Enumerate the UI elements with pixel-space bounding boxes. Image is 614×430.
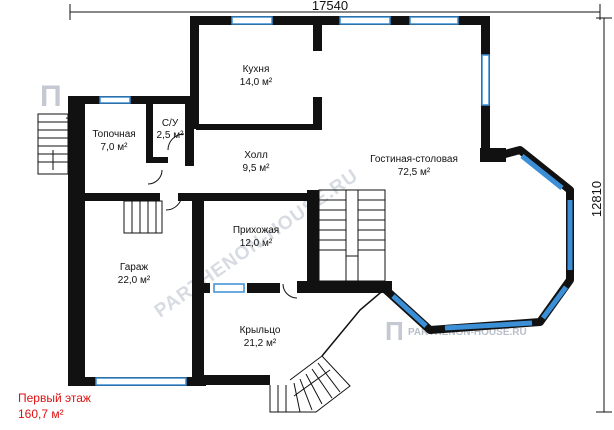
wall-kitchen-right-top <box>313 25 322 51</box>
porch-edge <box>321 287 387 357</box>
room-porch-area: 21,2 м² <box>244 338 277 349</box>
room-kitchen-area: 14,0 м² <box>240 77 273 88</box>
room-labels: Кухня 14,0 м² Топочная 7,0 м² С/У 2,5 м²… <box>92 64 458 349</box>
bay-window-4 <box>444 320 533 331</box>
room-boiler-name: Топочная <box>92 129 135 140</box>
wall-kitchen-bottom <box>196 124 322 130</box>
room-hall-area: 9,5 м² <box>243 163 271 174</box>
bay-window-5 <box>391 294 428 328</box>
window-boiler <box>99 96 131 104</box>
wall-kitchen-right-bottom <box>313 97 322 130</box>
bay-window-3 <box>540 285 569 320</box>
room-entrance-area: 12,0 м² <box>240 238 273 249</box>
wall-wc-right <box>185 104 194 166</box>
wall-stair-bottom <box>297 281 392 293</box>
floor-total-area: 160,7 м² <box>18 407 64 421</box>
stairs-internal <box>318 189 386 282</box>
wall-entrance-bottom-left <box>196 283 210 293</box>
room-wc-area: 2,5 м² <box>157 130 185 141</box>
watermark-bottom-right: Π PARTHENON-HOUSE.RU <box>385 316 527 346</box>
porch-outline <box>321 287 387 357</box>
stairs-garage <box>123 200 163 234</box>
stair-boiler-frame <box>37 113 69 175</box>
window-kitchen <box>231 16 273 25</box>
watermark-group: PARTHENON-HOUSE.RU Π PARTHENON-HOUSE.RU … <box>40 80 527 346</box>
bay-walls <box>383 146 574 334</box>
room-wc-name: С/У <box>162 118 179 129</box>
bay-outline <box>383 146 574 334</box>
stairs-porch <box>269 355 351 413</box>
room-hall-name: Холл <box>244 150 268 161</box>
door-entrance <box>282 283 298 299</box>
doors <box>65 117 298 299</box>
width-dimension-label: 17540 <box>312 0 348 13</box>
wall-stair-left <box>307 190 319 284</box>
watermark-logo-icon: Π <box>385 316 404 346</box>
room-living-name: Гостиная-столовая <box>370 154 458 165</box>
stair-porch-frame <box>269 355 351 413</box>
height-dimension-label: 12810 <box>589 181 604 217</box>
door-garage <box>165 193 183 211</box>
stair-well-core <box>345 189 359 257</box>
room-entrance-name: Прихожая <box>233 225 279 236</box>
window-living-1 <box>339 16 391 25</box>
bay-window-1 <box>520 154 564 190</box>
room-kitchen-name: Кухня <box>243 64 270 75</box>
watermark-logo-icon: Π <box>40 80 62 113</box>
room-boiler-area: 7,0 м² <box>101 142 129 153</box>
wall-wc-left <box>146 104 153 162</box>
wall-left-outer <box>68 96 85 384</box>
wall-porch-bottom <box>196 375 270 385</box>
room-porch-name: Крыльцо <box>240 325 281 336</box>
watermark-text-bottom: PARTHENON-HOUSE.RU <box>408 327 527 338</box>
stair-porch-arrow-icon <box>293 369 331 397</box>
wall-wc-bottom <box>146 157 168 163</box>
wall-entrance-bottom-right <box>247 283 280 293</box>
window-entrance <box>213 283 245 293</box>
floor-title: Первый этаж <box>18 391 91 405</box>
room-garage-name: Гараж <box>120 262 149 273</box>
door-wc <box>167 133 185 151</box>
window-living-east <box>481 54 490 106</box>
dimension-lines <box>69 4 612 413</box>
wall-boiler-top <box>68 96 196 104</box>
wall-entrance-top <box>178 193 308 201</box>
stairs-boiler <box>37 113 69 175</box>
door-boiler-hall <box>147 169 163 185</box>
bay-windows <box>391 154 573 331</box>
windows <box>95 16 490 386</box>
garage-door <box>95 377 187 386</box>
wall-kitchen-left <box>190 16 199 129</box>
wall-garage-top <box>68 193 160 201</box>
room-garage-area: 22,0 м² <box>118 275 151 286</box>
stair-garage-frame <box>123 200 163 234</box>
window-living-2 <box>409 16 459 25</box>
room-living-area: 72,5 м² <box>398 167 431 178</box>
